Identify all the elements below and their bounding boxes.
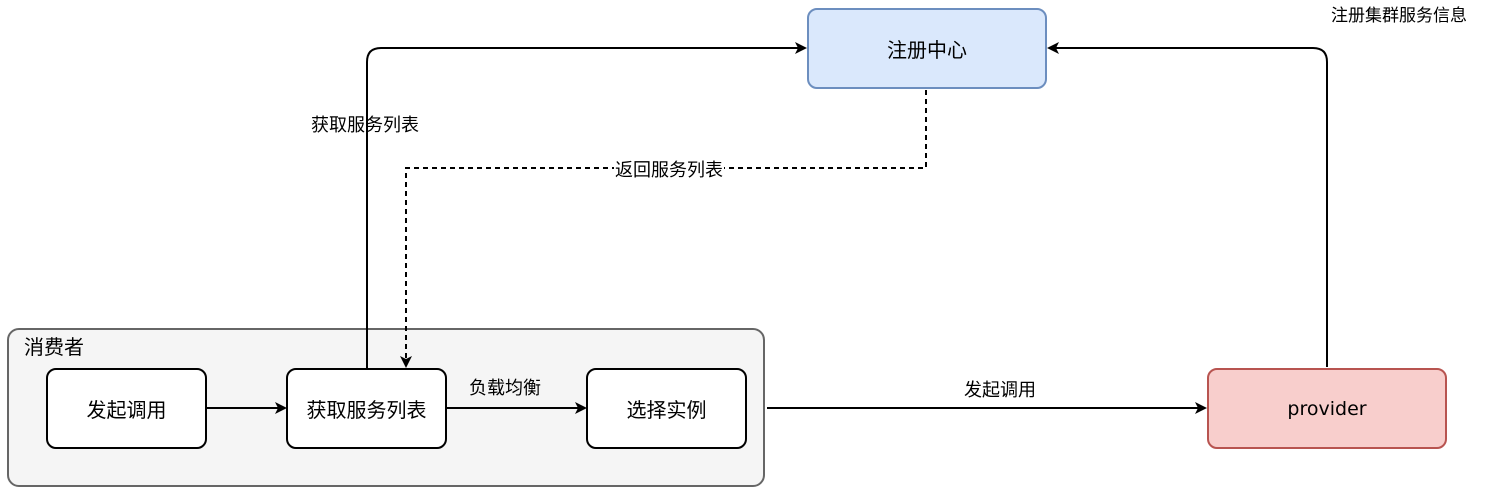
get-list-node[interactable]: 获取服务列表 bbox=[286, 368, 447, 449]
get-list-node-label: 获取服务列表 bbox=[306, 398, 427, 422]
registry-node-label: 注册中心 bbox=[887, 38, 967, 62]
provider-node[interactable]: provider bbox=[1207, 368, 1447, 449]
return-list-label: 返回服务列表 bbox=[614, 160, 724, 182]
select-instance-node-label: 选择实例 bbox=[626, 398, 707, 422]
register-label: 注册集群服务信息 bbox=[1331, 6, 1467, 26]
select-instance-node[interactable]: 选择实例 bbox=[586, 368, 747, 449]
edge-fetch-list bbox=[366, 42, 807, 368]
fetch-list-label: 获取服务列表 bbox=[311, 115, 419, 136]
load-balance-label: 负载均衡 bbox=[469, 378, 541, 399]
edge-register bbox=[1047, 42, 1328, 367]
edge-return-list bbox=[400, 90, 927, 368]
provider-node-label: provider bbox=[1287, 397, 1367, 420]
invoke-label: 发起调用 bbox=[964, 380, 1036, 401]
registry-node[interactable]: 注册中心 bbox=[807, 8, 1047, 89]
start-call-node-label: 发起调用 bbox=[86, 398, 167, 422]
start-call-node[interactable]: 发起调用 bbox=[46, 368, 207, 449]
consumer-container-label: 消费者 bbox=[24, 335, 84, 359]
